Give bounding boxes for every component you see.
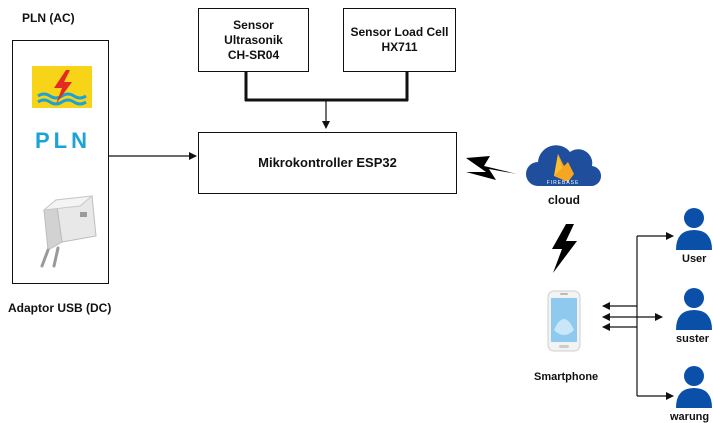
wireless-bolt-icon xyxy=(552,224,577,273)
ultrasonic-sensor-label: Sensor Ultrasonik CH-SR04 xyxy=(224,17,283,62)
smartphone-user-connectors xyxy=(602,232,674,400)
pln-logo-icon xyxy=(32,66,92,126)
pln-logo-text: PLN xyxy=(35,128,91,153)
ultrasonic-sensor-box: Sensor Ultrasonik CH-SR04 xyxy=(198,8,309,72)
firebase-brand-text: FIREBASE xyxy=(546,180,580,186)
load-cell-sensor-label: Sensor Load Cell HX711 xyxy=(350,25,449,54)
user-label: User xyxy=(682,253,707,265)
warung-label: warung xyxy=(670,411,710,423)
cloud-label: cloud xyxy=(548,193,580,207)
controller-label: Mikrokontroller ESP32 xyxy=(258,154,397,170)
user-icon xyxy=(674,364,713,408)
suster-label: suster xyxy=(676,333,710,345)
pln-label: PLN (AC) xyxy=(22,11,75,25)
sensor-bus-connector xyxy=(244,71,409,129)
user-icon xyxy=(674,286,713,330)
load-cell-sensor-box: Sensor Load Cell HX711 xyxy=(343,8,456,72)
user-icon xyxy=(674,206,713,250)
adaptor-label: Adaptor USB (DC) xyxy=(8,301,112,315)
smartphone-icon xyxy=(544,290,584,352)
cloud-icon xyxy=(524,140,602,192)
smartphone-label: Smartphone xyxy=(534,371,599,383)
controller-box: Mikrokontroller ESP32 xyxy=(198,132,457,194)
wireless-bolt-icon xyxy=(466,156,517,180)
usb-adaptor-icon xyxy=(30,192,100,270)
